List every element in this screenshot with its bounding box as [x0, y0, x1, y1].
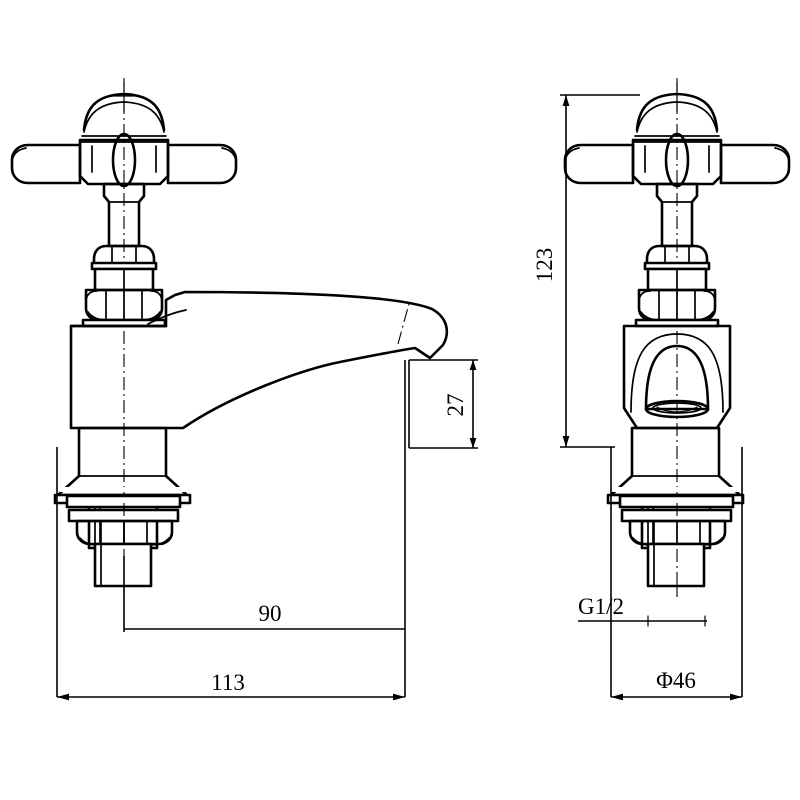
side-view-dimensions: 27 90 113	[56, 359, 478, 701]
front-tap-body	[622, 324, 732, 430]
dimension-overall-height-text: 123	[532, 248, 557, 283]
front-bonnet-nut	[634, 244, 720, 328]
dimension-spout-height-text: 27	[443, 394, 468, 417]
bonnet-nut	[81, 244, 167, 328]
front-mounting-nut	[628, 519, 727, 546]
threaded-shank	[60, 487, 190, 590]
dimension-base-diameter-text: Φ46	[656, 668, 696, 693]
dimension-thread-size: G1/2	[578, 594, 707, 627]
dimension-spout-height: 27	[408, 359, 478, 449]
dimension-overall-length: 113	[57, 670, 405, 701]
dimension-thread-size-text: G1/2	[578, 594, 624, 619]
front-cross-handle[interactable]	[563, 81, 791, 188]
dimension-base-diameter: Φ46	[611, 668, 742, 701]
front-elevation-view	[563, 78, 791, 600]
front-view-dimensions: 123 G1/2 Φ46	[532, 94, 743, 701]
dimension-projection: 90	[124, 601, 405, 630]
side-elevation-view	[10, 78, 449, 600]
dimension-overall-height: 123	[532, 94, 640, 448]
cross-handle[interactable]	[10, 81, 238, 188]
front-threaded-shank	[613, 487, 743, 590]
dimension-projection-text: 90	[259, 601, 282, 626]
tap-body	[69, 290, 449, 430]
dimension-overall-length-text: 113	[211, 670, 245, 695]
